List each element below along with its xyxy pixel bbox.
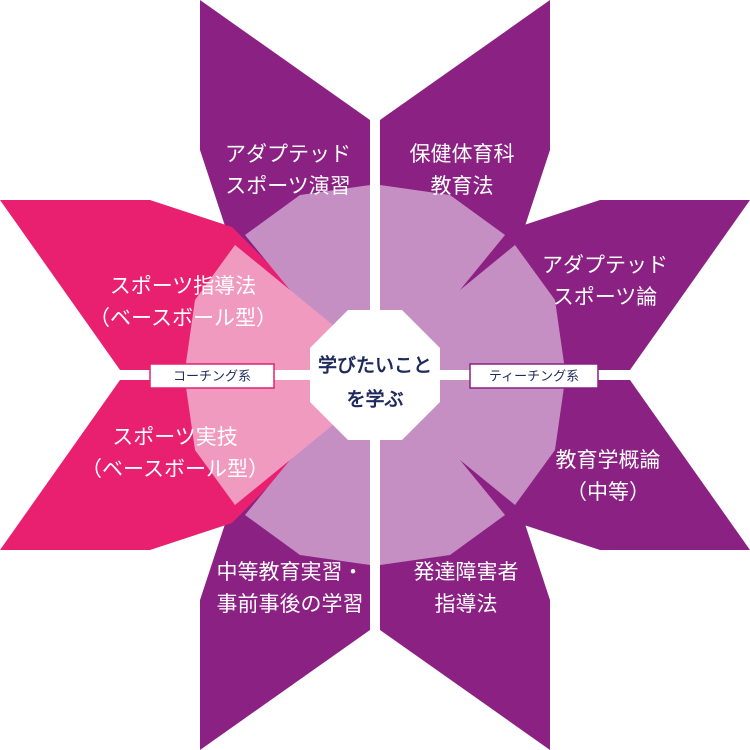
petal-right-lower-line1: 教育学概論 — [556, 448, 661, 472]
petal-top-right-line1: 保健体育科 — [410, 142, 515, 166]
inner-segment-left-lower — [185, 380, 345, 505]
petal-left-lower-line1: スポーツ実技 — [112, 425, 238, 449]
inner-segment-left-upper — [185, 245, 345, 370]
petal-top-right-line2: 教育法 — [431, 174, 494, 198]
coaching-tag: コーチング系 — [149, 363, 275, 389]
petal-bottom-right-line2: 指導法 — [435, 592, 498, 616]
teaching-tag: ティーチング系 — [469, 363, 599, 389]
petal-left-lower-line2: （ベースボール型） — [81, 457, 269, 481]
inner-segment-right-upper — [405, 245, 565, 370]
inner-segment-top-right — [380, 185, 505, 345]
center-octagon — [310, 310, 440, 440]
petal-right-upper-line1: アダプテッド — [542, 253, 668, 277]
petal-left-upper-line2: （ベースボール型） — [89, 306, 277, 330]
teaching-tag-label: ティーチング系 — [489, 370, 579, 385]
inner-segment-top-left — [245, 185, 370, 345]
petal-top-left-line1: アダプテッド — [225, 142, 351, 166]
petal-left-upper-line1: スポーツ指導法 — [110, 274, 257, 298]
inner-segment-bottom-right — [380, 405, 505, 565]
petal-bottom-left-line2: 事前事後の学習 — [217, 592, 364, 616]
inner-segment-right-lower — [405, 380, 565, 505]
inner-segment-bottom-left — [245, 405, 370, 565]
coaching-tag-label: コーチング系 — [173, 370, 251, 385]
petal-right-upper-line2: スポーツ論 — [553, 285, 658, 309]
petal-bottom-right-line1: 発達障害者 — [414, 560, 519, 584]
petal-right-lower-line2: （中等） — [566, 480, 650, 504]
center-title-line1: 学びたいこと — [318, 354, 432, 377]
petal-bottom-left-line1: 中等教育実習・ — [217, 560, 364, 584]
center-title-line2: を学ぶ — [346, 388, 403, 411]
petal-top-left-line2: スポーツ演習 — [225, 174, 351, 198]
